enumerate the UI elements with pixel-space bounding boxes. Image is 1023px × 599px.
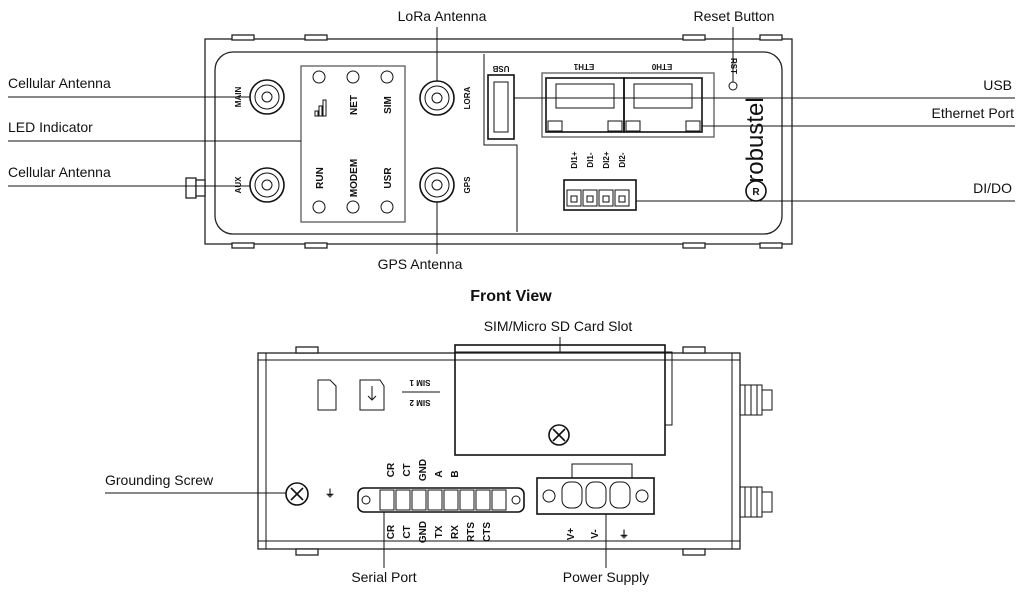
serial-top-cr: CR <box>386 462 397 477</box>
serial-bottom-cr: CR <box>386 524 397 539</box>
svg-text:⏚: ⏚ <box>325 488 335 500</box>
serial-top-b: B <box>450 470 461 477</box>
led-label-usr: USR <box>383 167 394 189</box>
label-sim2: SIM 2 <box>409 398 430 407</box>
callout-reset-button: Reset Button <box>694 8 775 24</box>
label-sim1: SIM 1 <box>409 378 430 387</box>
serial-bottom-cts: CTS <box>482 522 493 542</box>
front-view-title: Front View <box>470 288 552 305</box>
callout-di-do: DI/DO <box>973 180 1012 196</box>
label-gps: GPS <box>463 176 472 194</box>
callout-led-indicator: LED Indicator <box>8 119 93 135</box>
serial-top-gnd: GND <box>418 459 429 481</box>
serial-bottom-tx: TX <box>434 525 445 538</box>
led-panel: NET SIM RUN MODEM USR <box>300 65 406 223</box>
callout-grounding-screw: Grounding Screw <box>105 472 214 488</box>
serial-top-a: A <box>434 470 445 477</box>
label-di1-plus: DI1+ <box>570 151 579 168</box>
serial-bottom-rts: RTS <box>466 522 477 542</box>
label-lora: LORA <box>463 86 472 109</box>
serial-bottom-rx: RX <box>450 525 461 539</box>
led-label-sim: SIM <box>383 96 394 114</box>
callout-ethernet-port: Ethernet Port <box>932 105 1015 121</box>
callout-cellular-antenna-main: Cellular Antenna <box>8 75 111 91</box>
callout-lora-antenna: LoRa Antenna <box>398 8 487 24</box>
callout-serial-port: Serial Port <box>351 569 416 585</box>
label-di1-minus: DI1- <box>586 152 595 167</box>
power-label-vplus: V+ <box>566 528 577 541</box>
sd-sim-icons: SIM 1 SIM 2 <box>317 378 440 411</box>
label-eth1: ETH1 <box>573 62 594 71</box>
callout-cellular-antenna-aux: Cellular Antenna <box>8 164 111 180</box>
side-antenna-connectors <box>739 384 773 518</box>
label-di2-plus: DI2+ <box>602 151 611 168</box>
power-supply-terminal: V+ V- ⏚ <box>536 463 655 541</box>
callout-gps-antenna: GPS Antenna <box>378 256 463 272</box>
callout-sim-slot: SIM/Micro SD Card Slot <box>484 318 633 334</box>
led-label-modem: MODEM <box>349 159 360 197</box>
label-di2-minus: DI2- <box>618 152 627 167</box>
led-label-net: NET <box>349 95 360 115</box>
serial-bottom-ct: CT <box>402 525 413 538</box>
serial-bottom-gnd: GND <box>418 521 429 543</box>
callout-usb: USB <box>983 77 1012 93</box>
antenna-aux-connector <box>249 167 285 203</box>
callout-power-supply: Power Supply <box>563 569 649 585</box>
led-label-run: RUN <box>315 167 326 189</box>
svg-text:robustel: robustel <box>742 97 769 182</box>
power-label-vminus: V- <box>590 529 601 538</box>
label-aux: AUX <box>234 176 243 194</box>
serial-top-ct: CT <box>402 463 413 476</box>
power-label-ground: ⏚ <box>619 529 629 541</box>
bottom-callouts: SIM/Micro SD Card Slot Grounding Screw S… <box>105 318 649 585</box>
svg-text:R: R <box>752 187 760 198</box>
label-usb: USB <box>492 64 509 73</box>
grounding-screw: ⏚ <box>285 482 335 506</box>
front-callouts: Cellular Antenna LED Indicator Cellular … <box>8 8 1015 272</box>
brand-logo: robustel R <box>742 97 769 202</box>
bottom-view-device: SIM 1 SIM 2 ⏚ CR CT GND A B CR CT <box>257 344 773 556</box>
dio-terminal <box>563 179 637 211</box>
serial-port-terminal: CR CT GND A B CR CT GND TX RX RTS CTS <box>357 459 525 543</box>
label-eth0: ETH0 <box>651 62 672 71</box>
